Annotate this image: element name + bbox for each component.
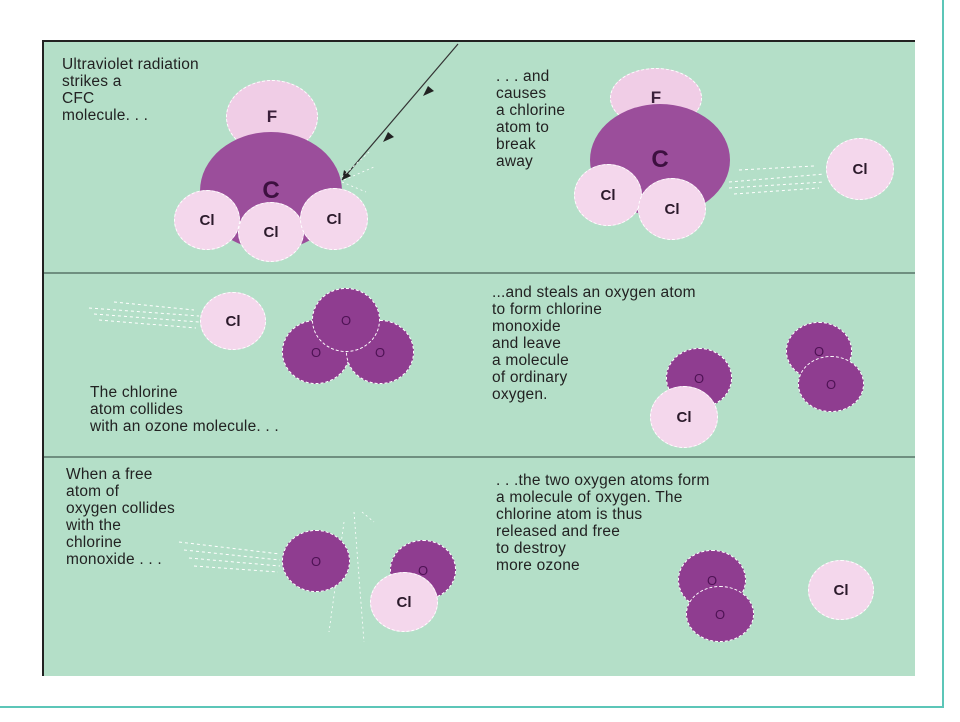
panel-2-left-text: The chlorine atom collides with an ozone… [90,384,279,435]
chlorine-atom: Cl [200,292,266,350]
ozone-depletion-diagram: Ultraviolet radiation strikes a CFC mole… [42,40,915,676]
chlorine-atom: Cl [174,190,240,250]
panel-1-left-text: Ultraviolet radiation strikes a CFC mole… [62,56,199,124]
panel-3-left-text: When a free atom of oxygen collides with… [66,466,175,568]
oxygen-atom: O [312,288,380,352]
uv-arrowhead-3 [342,170,351,180]
chlorine-atom: Cl [650,386,718,448]
panel-1-right-text: . . . and causes a chlorine atom to brea… [496,68,566,170]
free-chlorine-atom: Cl [826,138,894,200]
uv-arrowhead-2 [383,132,394,142]
slide-bottom-border [0,706,944,722]
uv-ray-line [341,43,459,181]
chlorine-atom: Cl [300,188,368,250]
panel-divider-2 [44,456,915,458]
chlorine-atom: Cl [638,178,706,240]
impact-sparks [341,151,375,193]
oxygen-atom: O [798,356,864,412]
breakaway-streaks [728,165,825,195]
oxygen-atom: O [282,530,350,592]
panel-divider-1 [44,272,915,274]
chlorine-atom: Cl [370,572,438,632]
oxygen-approach-streaks [178,541,281,573]
chlorine-atom: Cl [238,202,304,262]
free-chlorine-atom: Cl [808,560,874,620]
chlorine-approach-streaks [88,301,200,329]
uv-arrowhead-1 [423,86,434,96]
motion-lines [88,43,825,643]
panel-3-right-text: . . .the two oxygen atoms form a molecul… [496,472,710,574]
slide-right-border [942,0,960,706]
panel-2-right-text: ...and steals an oxygen atom to form chl… [492,284,696,403]
oxygen-atom: O [686,586,754,642]
chlorine-atom: Cl [574,164,642,226]
